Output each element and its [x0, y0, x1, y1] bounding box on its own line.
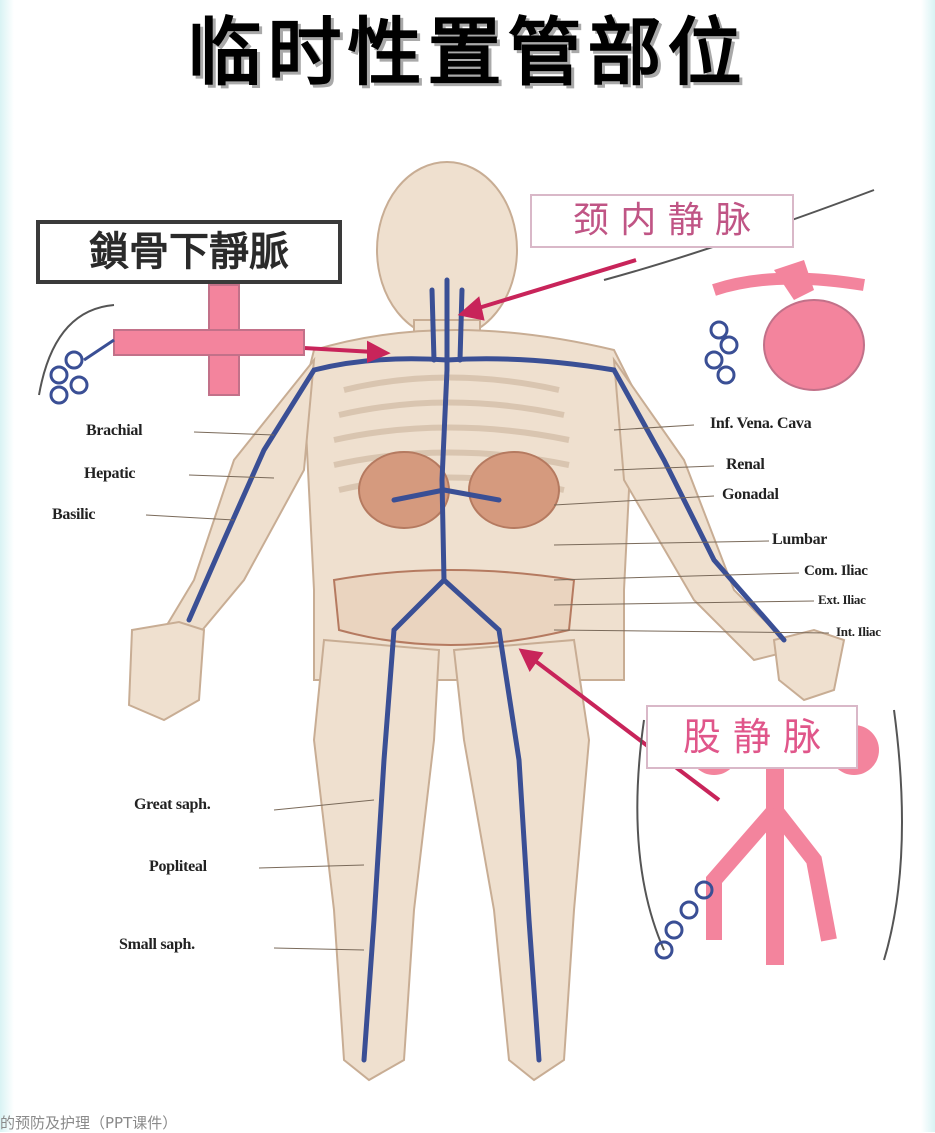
slide-left-edge	[0, 0, 14, 1132]
slide-title: 临时性置管部位	[0, 8, 935, 98]
subclavian-inset	[39, 285, 304, 403]
internal-jugular-vein-callout: 颈 内 静 脉	[530, 194, 794, 248]
label-inf-vena-cava: Inf. Vena. Cava	[710, 415, 811, 433]
label-int-iliac: Int. Iliac	[836, 624, 881, 640]
venous-anatomy-figure: 鎖骨下靜脈 颈 内 静 脉 股 静 脉 Brachial Hepatic Bas…	[14, 160, 934, 1120]
label-great-saph: Great saph.	[134, 796, 210, 814]
subclavian-vein-callout: 鎖骨下靜脈	[36, 220, 342, 284]
label-popliteal: Popliteal	[149, 858, 207, 876]
label-small-saph: Small saph.	[119, 936, 195, 954]
femoral-vein-callout: 股 静 脉	[646, 705, 858, 769]
anatomy-illustration	[14, 160, 934, 1120]
label-com-iliac: Com. Iliac	[804, 563, 868, 580]
label-renal: Renal	[726, 456, 765, 474]
label-ext-iliac: Ext. Iliac	[818, 592, 866, 608]
label-lumbar: Lumbar	[772, 531, 827, 549]
label-gonadal: Gonadal	[722, 486, 779, 504]
label-basilic: Basilic	[52, 506, 95, 524]
label-brachial: Brachial	[86, 422, 142, 440]
footer-caption: 的预防及护理（PPT课件）	[0, 1112, 177, 1133]
label-hepatic: Hepatic	[84, 465, 135, 483]
